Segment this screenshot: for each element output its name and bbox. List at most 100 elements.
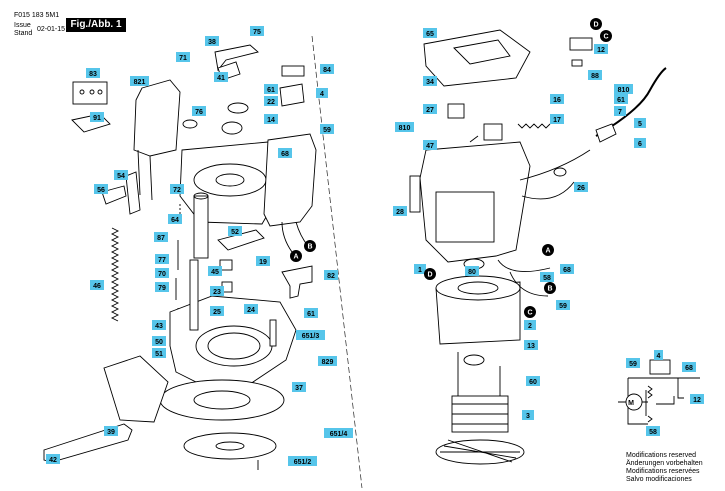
part-number: 50 bbox=[155, 339, 163, 346]
part-label-box bbox=[278, 148, 292, 158]
part-label: 4 bbox=[316, 88, 328, 98]
part-label-box bbox=[324, 428, 353, 438]
part-number: 14 bbox=[267, 117, 275, 124]
part-number: 82 bbox=[327, 273, 335, 280]
part-label: 47 bbox=[423, 140, 437, 150]
part-label-box bbox=[292, 382, 306, 392]
connector-marker: D bbox=[424, 268, 436, 280]
part-number: 84 bbox=[323, 67, 331, 74]
part-number: 54 bbox=[117, 173, 125, 180]
schematic-number: 68 bbox=[685, 365, 693, 372]
schematic-number: 59 bbox=[629, 361, 637, 368]
part-label-box bbox=[423, 140, 437, 150]
part-label-box bbox=[192, 106, 206, 116]
part-label-box bbox=[296, 330, 325, 340]
connector-circle bbox=[524, 306, 536, 318]
part-label-box bbox=[168, 214, 182, 224]
part-number: 77 bbox=[158, 257, 166, 264]
part-label: 22 bbox=[264, 96, 278, 106]
part-label: 87 bbox=[154, 232, 168, 242]
part-number: 68 bbox=[281, 151, 289, 158]
part-label: 651/3 bbox=[296, 330, 325, 340]
part-label-box bbox=[205, 36, 219, 46]
part-label-box bbox=[228, 226, 242, 236]
part-number: 52 bbox=[231, 229, 239, 236]
part-label-box bbox=[320, 64, 334, 74]
schematic-label: 68 bbox=[682, 362, 696, 372]
connector-letter: B bbox=[307, 244, 312, 251]
part-label-box bbox=[526, 376, 540, 386]
part-label: 821 bbox=[130, 76, 149, 86]
part-label: 810 bbox=[395, 122, 414, 132]
part-label-box bbox=[155, 282, 169, 292]
part-label-box bbox=[414, 264, 426, 274]
schematic-label-box bbox=[626, 358, 640, 368]
part-number: 651/2 bbox=[294, 459, 312, 466]
part-label-box bbox=[214, 72, 228, 82]
part-label-box bbox=[560, 264, 574, 274]
schematic-label: 59 bbox=[626, 358, 640, 368]
schematic-number: 58 bbox=[649, 429, 657, 436]
part-label-box bbox=[320, 124, 334, 134]
issue-label: Issue bbox=[14, 22, 31, 29]
figure-title: Fig./Abb. 1 bbox=[66, 18, 126, 32]
schematic-number: 4 bbox=[657, 353, 661, 360]
part-label: 24 bbox=[244, 304, 258, 314]
part-label-box bbox=[152, 348, 166, 358]
part-number: 72 bbox=[173, 187, 181, 194]
part-number: 64 bbox=[171, 217, 179, 224]
part-label-box bbox=[574, 182, 588, 192]
part-label: 651/2 bbox=[288, 456, 317, 466]
part-label: 14 bbox=[264, 114, 278, 124]
part-label-box bbox=[170, 184, 184, 194]
part-label-box bbox=[288, 456, 317, 466]
part-number: 12 bbox=[597, 47, 605, 54]
part-label: 64 bbox=[168, 214, 182, 224]
part-label-box bbox=[524, 340, 538, 350]
modifications-notice: Modifications reserved Änderungen vorbeh… bbox=[626, 452, 703, 484]
part-label-box bbox=[524, 320, 536, 330]
part-label-box bbox=[324, 270, 338, 280]
part-label-box bbox=[588, 70, 602, 80]
part-label-box bbox=[46, 454, 60, 464]
part-label-box bbox=[264, 114, 278, 124]
part-label-box bbox=[423, 104, 437, 114]
connector-circle bbox=[544, 282, 556, 294]
connector-letter: D bbox=[593, 22, 598, 29]
part-number: 87 bbox=[157, 235, 165, 242]
part-number: 34 bbox=[426, 79, 434, 86]
issue-date: 02-01-15 bbox=[37, 26, 66, 33]
part-label: 17 bbox=[550, 114, 564, 124]
part-number: 58 bbox=[543, 275, 551, 282]
part-label: 39 bbox=[104, 426, 118, 436]
part-label: 2 bbox=[524, 320, 536, 330]
connector-letter: A bbox=[293, 254, 298, 261]
part-number: 27 bbox=[426, 107, 434, 114]
part-number: 37 bbox=[295, 385, 303, 392]
part-label-box bbox=[423, 76, 437, 86]
modifications-line: Änderungen vorbehalten bbox=[626, 460, 703, 467]
part-label: 46 bbox=[90, 280, 104, 290]
part-label-box bbox=[104, 426, 118, 436]
part-number: 61 bbox=[617, 97, 625, 104]
part-label-box bbox=[556, 300, 570, 310]
part-label: 651/4 bbox=[324, 428, 353, 438]
part-number: 91 bbox=[93, 115, 101, 122]
part-number: 75 bbox=[253, 29, 261, 36]
part-label-box bbox=[614, 84, 633, 94]
part-number: 51 bbox=[155, 351, 163, 358]
part-label-box bbox=[154, 232, 168, 242]
part-label: 83 bbox=[86, 68, 100, 78]
part-number: 16 bbox=[553, 97, 561, 104]
part-number: 23 bbox=[213, 289, 221, 296]
connector-circle bbox=[304, 240, 316, 252]
part-label: 13 bbox=[524, 340, 538, 350]
part-label-box bbox=[540, 272, 554, 282]
part-label: 26 bbox=[574, 182, 588, 192]
part-label: 23 bbox=[210, 286, 224, 296]
part-label: 61 bbox=[264, 84, 278, 94]
drawing-code: F015 183 5M1 bbox=[14, 12, 60, 19]
part-number: 71 bbox=[179, 55, 187, 62]
